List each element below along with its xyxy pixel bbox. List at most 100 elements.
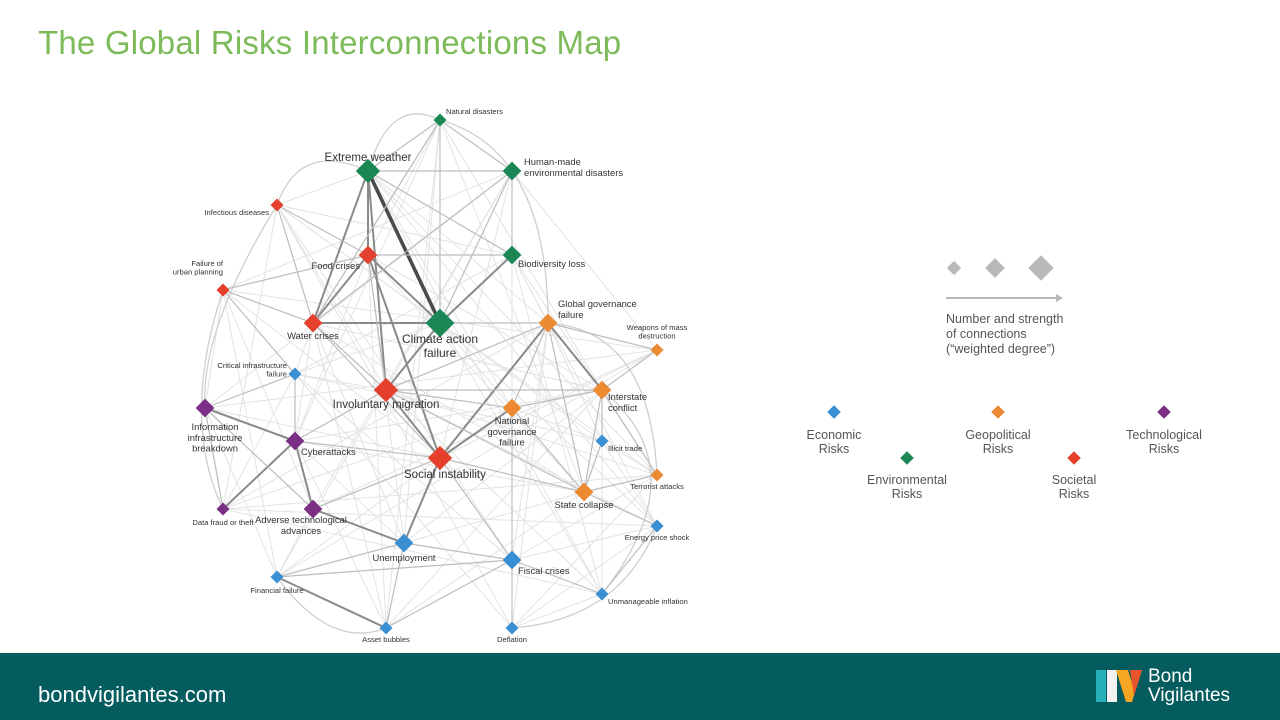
background-link <box>276 204 387 391</box>
footer-url-link[interactable]: bondvigilantes.com <box>38 682 227 707</box>
node-marker <box>195 398 215 418</box>
link-financial-failure-asset-bubbles <box>276 576 387 629</box>
category-label-line: Environmental <box>867 473 947 487</box>
background-link <box>222 474 658 510</box>
background-link <box>511 525 658 629</box>
brand-name-line: Vigilantes <box>1148 685 1231 706</box>
node-label-line: destruction <box>638 332 675 341</box>
node-marker <box>650 343 664 357</box>
link-involuntary-migration-national-governance-failure <box>385 389 513 409</box>
node-label-line: urban planning <box>173 268 223 277</box>
slide-title: The Global Risks Interconnections Map <box>38 24 622 61</box>
node-label: Energy price shock <box>625 533 690 542</box>
link-extreme-weather-climate-action-failure <box>366 170 442 324</box>
brand-name: Bond Vigilantes <box>1148 667 1230 705</box>
node-label-line: Cyberattacks <box>301 446 356 457</box>
node-label-line: Unmanageable inflation <box>608 597 688 606</box>
size-legend-medium-diamond <box>985 258 1005 278</box>
bond-vigilantes-logo-icon <box>1096 670 1142 702</box>
outer-arc-link <box>276 160 369 206</box>
link-food-crises-social-instability <box>367 254 441 459</box>
background-link <box>294 119 441 442</box>
node-label: Unemployment <box>372 552 435 563</box>
node-marker <box>270 198 284 212</box>
node-involuntary-migration: Involuntary migration <box>333 377 439 411</box>
category-label-line: Risks <box>1058 487 1090 501</box>
node-label: Illicit trade <box>608 444 642 453</box>
background-link <box>511 474 658 629</box>
background-link <box>403 491 585 544</box>
link-social-instability-cyberattacks <box>294 440 441 459</box>
node-asset-bubbles: Asset bubbles <box>362 621 410 644</box>
link-social-instability-unemployment <box>403 457 441 544</box>
node-label: Social instability <box>404 469 486 481</box>
link-adverse-technological-advances-unemployment <box>312 508 405 544</box>
link-fiscal-crises-financial-failure <box>276 559 513 578</box>
node-label: Extreme weather <box>325 152 412 164</box>
background-link <box>276 508 314 578</box>
background-link <box>222 407 513 510</box>
node-label-line: failure <box>266 370 287 379</box>
link-state-collapse-energy-price-shock <box>583 491 658 527</box>
category-label-line: Technological <box>1126 428 1202 442</box>
brand-name-line: Bond <box>1148 666 1193 687</box>
link-water-crises-involuntary-migration <box>312 322 387 391</box>
node-marker <box>285 431 305 451</box>
link-interstate-conflict-state-collapse <box>583 389 603 493</box>
background-link <box>276 457 441 578</box>
background-link <box>367 119 441 256</box>
link-climate-action-failure-food-crises <box>367 254 441 324</box>
link-interstate-conflict-weapons-of-mass-destruction <box>601 349 658 391</box>
node-marker <box>595 434 609 448</box>
category-label-line: Risks <box>982 442 1014 456</box>
background-link <box>601 440 658 476</box>
size-legend-arrow-head <box>1056 294 1063 302</box>
node-marker <box>270 570 284 584</box>
node-label-line: State collapse <box>555 499 614 510</box>
background-link <box>222 289 441 459</box>
background-link <box>385 491 585 629</box>
node-label-line: Adverse technological <box>255 514 347 525</box>
link-water-crises-infectious-diseases <box>276 204 314 324</box>
outer-arc-link <box>204 204 278 409</box>
node-label-line: Terrorist attacks <box>630 482 684 491</box>
node-label-line: conflict <box>608 402 638 413</box>
node-energy-price-shock: Energy price shock <box>625 519 690 542</box>
background-link <box>222 289 278 578</box>
node-label-line: failure <box>424 346 457 360</box>
link-social-instability-adverse-technological-advances <box>312 457 441 510</box>
link-water-crises-failure-of-urban-planning <box>222 289 314 324</box>
node-marker <box>303 313 323 333</box>
category-marker-geopolitical <box>991 405 1005 419</box>
node-label: State collapse <box>555 499 614 510</box>
category-label-line: Risks <box>891 487 923 501</box>
node-financial-failure: Financial failure <box>250 570 304 595</box>
link-interstate-conflict-terrorist-attacks <box>601 389 658 476</box>
size-legend-graphic <box>946 255 1063 302</box>
link-global-governance-failure-national-governance-failure <box>511 322 549 409</box>
node-label-line: Climate action <box>402 332 478 346</box>
category-label-geopolitical: Geopolitical Risks <box>938 428 1058 456</box>
link-climate-action-failure-biodiversity-loss <box>439 254 513 324</box>
node-label-line: Biodiversity loss <box>518 258 586 269</box>
link-critical-infrastructure-failure-information-infrastructure-breakdown <box>204 373 296 409</box>
link-global-governance-failure-involuntary-migration <box>385 322 549 391</box>
node-label: Asset bubbles <box>362 635 410 644</box>
background-link <box>294 373 387 391</box>
size-legend-text: Number and strength of connections (“wei… <box>946 312 1063 357</box>
node-label-line: failure <box>558 309 584 320</box>
node-unmanageable-inflation: Unmanageable inflation <box>595 587 688 606</box>
background-link <box>312 322 405 544</box>
node-marker <box>595 587 609 601</box>
node-marker <box>216 502 230 516</box>
node-marker <box>650 468 664 482</box>
